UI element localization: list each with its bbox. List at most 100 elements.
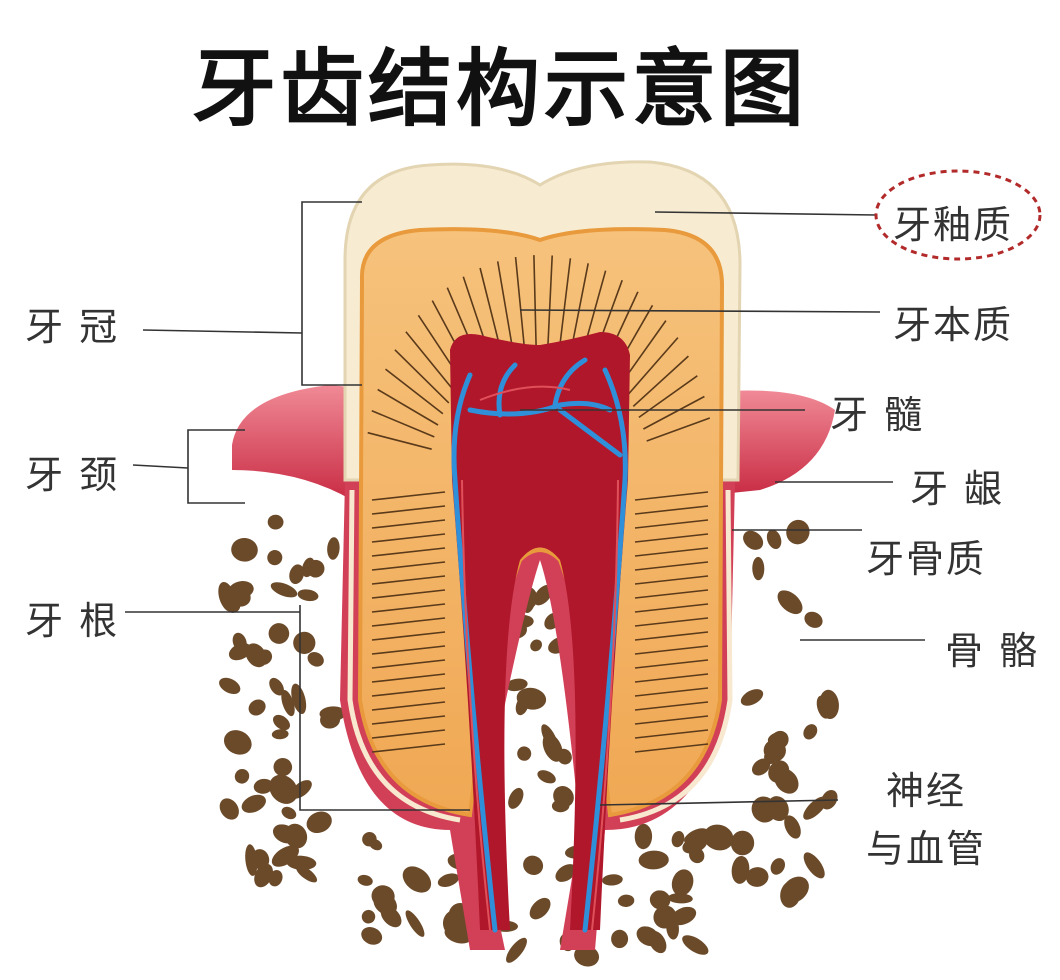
bone-spot xyxy=(281,806,297,820)
bone-spot xyxy=(777,590,803,615)
dentin-tubule xyxy=(496,261,515,354)
bone-spot xyxy=(506,937,527,963)
gum-right xyxy=(712,390,835,495)
bone-spot xyxy=(574,945,600,967)
bone-spot xyxy=(730,830,755,856)
label-enamel: 牙釉质 xyxy=(893,203,1014,247)
dentin-tubule xyxy=(634,617,709,627)
bone-spot xyxy=(517,746,532,761)
dentin-tubule xyxy=(634,561,709,571)
dentin-tubule xyxy=(634,701,709,711)
bone-spot xyxy=(231,537,258,562)
nerves-and-vessels xyxy=(451,357,628,933)
bone-spot xyxy=(319,706,347,721)
dentin-tubule xyxy=(546,255,553,351)
bone-spot xyxy=(270,582,298,598)
bone-spot xyxy=(357,874,373,886)
bone-spot xyxy=(752,758,771,776)
dentin-tubule xyxy=(371,673,446,683)
bone-spot xyxy=(508,787,524,809)
dentin-tubule xyxy=(371,491,446,501)
dentin-tubule xyxy=(634,519,709,529)
bone-spot xyxy=(703,824,734,851)
dentin-tubule xyxy=(634,589,709,599)
bone-spot xyxy=(291,683,307,714)
bone-spot xyxy=(752,556,765,581)
dentin-tubule xyxy=(394,349,450,404)
bone-spot xyxy=(219,677,241,695)
bone-spot xyxy=(781,876,809,903)
bone-spot xyxy=(770,858,785,875)
dentin-tubule xyxy=(367,431,432,450)
bone-spot xyxy=(649,890,671,910)
bone-spot xyxy=(297,589,319,602)
page-title: 牙齿结构示意图 xyxy=(191,40,808,138)
bone-spot xyxy=(271,729,289,740)
bone-spot xyxy=(228,643,252,661)
bone-spot xyxy=(241,794,266,813)
bone-spot xyxy=(295,865,318,883)
dentin-tubule xyxy=(405,331,457,394)
bone-spot xyxy=(380,905,402,928)
dentin-tubule xyxy=(371,687,446,697)
dentin-tubule xyxy=(634,687,709,697)
bone-spot xyxy=(284,823,308,849)
bone-spot xyxy=(533,584,553,606)
bone-spot xyxy=(253,778,274,794)
label-pulp: 牙 髓 xyxy=(830,393,925,437)
dentin-tubule xyxy=(634,715,709,725)
dentin-tubule xyxy=(371,409,435,438)
dentin-tubule xyxy=(371,561,446,571)
bone-spot xyxy=(219,798,239,820)
dentin-tubule xyxy=(371,743,446,753)
label-neck: 牙 颈 xyxy=(25,453,120,497)
dentin-tubule xyxy=(371,701,446,711)
dentin-tubule xyxy=(371,729,446,739)
dentin-tubule xyxy=(634,659,709,669)
cementum xyxy=(347,489,461,823)
bone-spot xyxy=(689,847,705,864)
bone-spot xyxy=(766,529,782,549)
bone-spot xyxy=(784,815,801,839)
bone-spot xyxy=(671,831,685,848)
dentin-tubule xyxy=(371,715,446,725)
bone-spot xyxy=(636,926,660,947)
label-dentin: 牙本质 xyxy=(893,303,1014,347)
dentin-tubule xyxy=(634,743,709,753)
bone-spot xyxy=(267,550,283,566)
bone-spot xyxy=(537,770,556,784)
dentin-tubule xyxy=(634,645,709,655)
dentin-tubule xyxy=(371,589,446,599)
bone-spot xyxy=(437,873,459,887)
bone-spot xyxy=(617,894,635,908)
dentin-tubule xyxy=(371,631,446,641)
bone-spot xyxy=(267,514,284,530)
bone-spot xyxy=(223,730,252,755)
dentin-tubule xyxy=(371,505,446,515)
bone-spot xyxy=(803,796,827,820)
bone-spot xyxy=(731,855,750,884)
dentin-tubule xyxy=(385,368,444,415)
bone-spot xyxy=(816,695,831,719)
bone-spot xyxy=(745,867,769,887)
label-gum: 牙 龈 xyxy=(910,467,1005,511)
bone-spot xyxy=(638,850,669,870)
bone-spot xyxy=(518,690,538,707)
bone-spot xyxy=(289,564,305,585)
bone-spot xyxy=(523,855,544,876)
dentin-tubule xyxy=(514,257,526,352)
bone-spot xyxy=(653,905,677,929)
label-nerve-line1: 神经 xyxy=(886,769,967,813)
dentin-tubule xyxy=(558,258,572,352)
bone-spot xyxy=(269,774,298,804)
bone-spot xyxy=(306,559,325,578)
dentin-tubule xyxy=(371,603,446,613)
bone-spot xyxy=(281,690,295,717)
dentin-tubule xyxy=(371,659,446,669)
bone-spot xyxy=(671,869,694,896)
bone-spot xyxy=(682,836,708,854)
bone-spot xyxy=(505,678,528,692)
bone-spot xyxy=(293,631,316,655)
bone-spot xyxy=(234,768,250,784)
